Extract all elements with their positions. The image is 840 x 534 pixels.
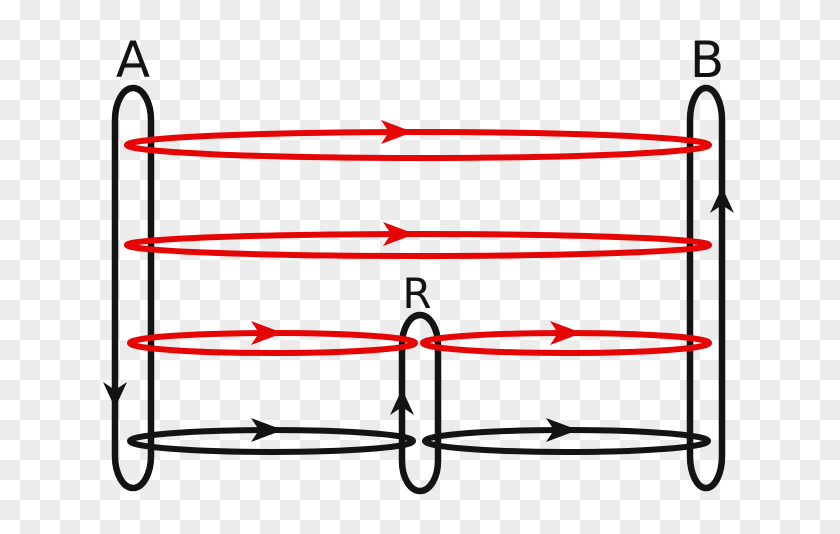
red-loop-3-right-right-arrowhead-icon xyxy=(550,321,582,345)
red-loop-1-curve xyxy=(124,129,712,161)
loop-b-curve xyxy=(686,84,726,492)
red-loop-1-right-arrowhead-icon xyxy=(381,120,413,144)
loop-r-up-arrowhead-icon xyxy=(390,389,414,415)
loop-a-down-arrowhead-icon xyxy=(103,382,127,408)
red-loop-3-left-right-arrowhead-icon xyxy=(251,321,283,345)
loop-b-up-arrowhead-icon xyxy=(710,187,734,213)
loop-r-label: R xyxy=(402,269,431,318)
red-loop-2-right-arrowhead-icon xyxy=(383,222,415,246)
red-loop-2-curve xyxy=(124,231,712,259)
black-loop-left-right-arrowhead-icon xyxy=(251,418,283,442)
loop-b-label: B xyxy=(690,31,724,89)
loop-a-curve xyxy=(111,84,155,492)
loop-a-label: A xyxy=(116,31,150,89)
black-loop-right-right-arrowhead-icon xyxy=(546,418,578,442)
